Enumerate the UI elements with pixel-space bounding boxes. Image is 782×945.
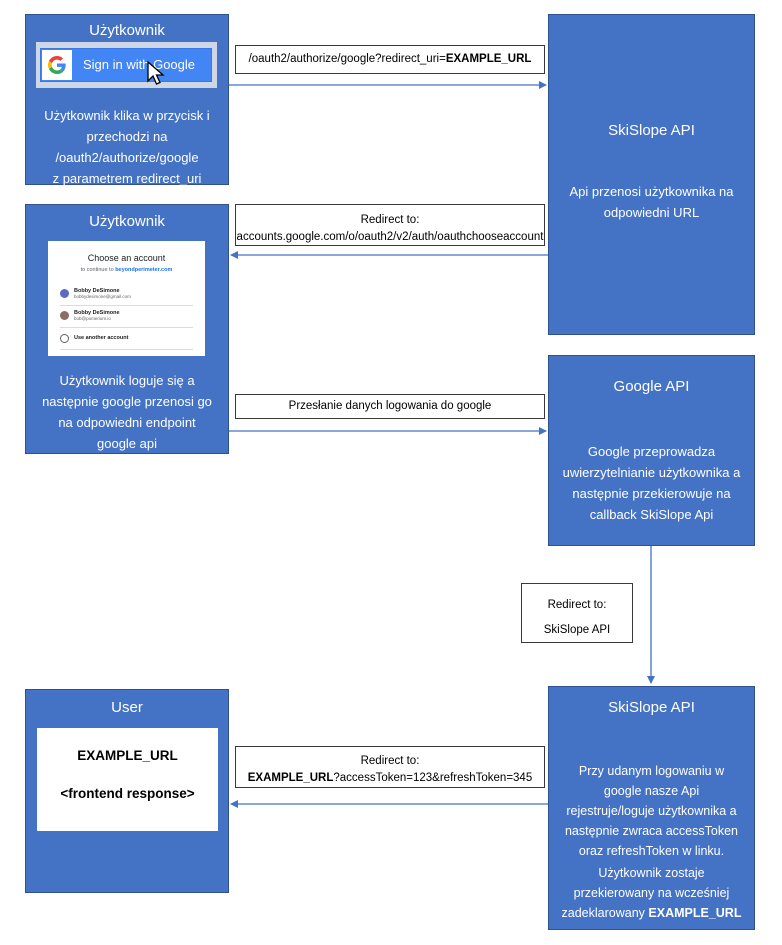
account-name: Bobby DeSimone [74,288,120,294]
account-email: bob@pomerium.io [74,316,111,321]
account-row[interactable]: Bobby DeSimone bob@pomerium.io [60,307,193,328]
desc-line: Użytkownik zostaje [598,866,705,880]
google-api-desc: Google przeprowadza uwierzytelnianie uży… [555,441,748,525]
api-block-1: SkiSlope API Api przenosi użytkownika na… [548,14,755,335]
desc-line: Przy udanym logowaniu w [578,764,725,778]
user-block-2-title: Użytkownik [89,213,165,230]
desc-line: Użytkownik loguje się a [59,373,195,388]
redirect-note-google: Redirect to: accounts.google.com/o/oauth… [235,204,545,246]
account-email: bobbydesimone@gmail.com [74,294,131,299]
user-block-1-title: Użytkownik [89,22,165,39]
api-block-2-title: SkiSlope API [608,699,695,716]
api-block-2: SkiSlope API Przy udanym logowaniu w goo… [548,686,755,930]
frontend-response-label: <frontend response> [60,786,195,801]
google-api-title: Google API [613,378,690,395]
account-row[interactable]: Bobby DeSimone bobbydesimone@gmail.com [60,285,193,306]
desc-line: callback SkiSlope Api [589,507,714,522]
chooser-heading: Choose an account [87,253,166,263]
user-add-icon [60,334,69,343]
example-url-label: EXAMPLE_URL [77,748,178,763]
cursor-icon [147,61,165,85]
desc-line: Google przeprowadza [587,444,716,459]
token-params: ?accessToken=123&refreshToken=345 [333,772,533,784]
redirect-note-skislope: Redirect to: SkiSlope API [521,583,633,643]
desc-line: następnie google przenosi go [42,394,212,409]
example-url-bold: EXAMPLE_URL [247,772,334,784]
use-another-account-row[interactable]: Use another account [60,329,193,350]
api-block-1-desc: Api przenosi użytkownika na odpowiedni U… [555,181,748,223]
credentials-note: Przesłanie danych logowania do google [235,394,545,419]
desc-line: /oauth2/authorize/google [55,150,199,165]
desc-line: zadeklarowany [561,906,649,920]
user-block-1-desc: Użytkownik klika w przycisk i przechodzi… [32,105,222,189]
desc-line: uwierzytelnianie użytkownika a [562,465,741,480]
chooser-subtitle: to continue to beyondperimeter.com [48,267,205,273]
redirect-target: accounts.google.com/o/oauth2/v2/auth/oau… [236,231,544,243]
request-url: /oauth2/authorize/google?redirect_uri= [248,53,446,65]
chooser-sub-prefix: to continue to [80,267,116,273]
desc-line: Użytkownik klika w przycisk i [44,108,210,123]
api-block-1-title: SkiSlope API [608,122,695,139]
desc-line: z parametrem redirect_uri [52,171,202,186]
example-url-bold: EXAMPLE_URL [648,906,742,920]
avatar [60,289,69,298]
google-api-block: Google API Google przeprowadza uwierzyte… [548,355,755,546]
chooser-link[interactable]: beyondperimeter.com [115,267,173,273]
user-block-1: Użytkownik Użytkownik klika w przycisk i… [25,14,229,186]
user-block-3-title: User [111,699,143,716]
account-name: Bobby DeSimone [74,310,120,316]
user-block-2-desc: Użytkownik loguje się a następnie google… [32,370,222,454]
redirect-label: Redirect to: [360,755,420,767]
request-note: /oauth2/authorize/google?redirect_uri=EX… [235,45,545,74]
desc-line: przechodzi na [86,129,168,144]
api-block-2-desc2: Użytkownik zostaje przekierowany na wcze… [555,863,748,923]
desc-line: odpowiedni URL [603,205,700,220]
google-logo-icon [42,50,72,80]
redirect-target: SkiSlope API [543,624,611,636]
frontend-response-box: EXAMPLE_URL <frontend response> [37,728,218,831]
redirect-label: Redirect to: [547,599,607,611]
api-block-2-desc: Przy udanym logowaniu w google nasze Api… [555,761,748,861]
google-sign-in-button[interactable]: Sign in with Google [40,48,212,82]
desc-line: google api [97,436,157,451]
desc-line: przekierowany na wcześniej [573,886,730,900]
credentials-text: Przesłanie danych logowania do google [288,400,492,412]
desc-line: rejestruje/loguje użytkownika a [566,804,737,818]
desc-line: następnie przekierowuje na [572,486,731,501]
account-chooser: Choose an account to continue to beyondp… [48,241,205,356]
desc-line: Api przenosi użytkownika na [569,184,734,199]
desc-line: oraz refreshToken w linku. [578,844,725,858]
redirect-label: Redirect to: [360,214,420,226]
redirect-uri-value: EXAMPLE_URL [445,53,532,65]
avatar [60,311,69,320]
google-button-label: Sign in with Google [83,57,196,72]
use-another-account-label: Use another account [74,335,129,341]
redirect-note-frontend: Redirect to: EXAMPLE_URL?accessToken=123… [235,746,545,788]
desc-line: następnie zwraca accessToken [564,824,738,838]
desc-line: na odpowiedni endpoint [58,415,196,430]
desc-line: google nasze Api [603,784,700,798]
